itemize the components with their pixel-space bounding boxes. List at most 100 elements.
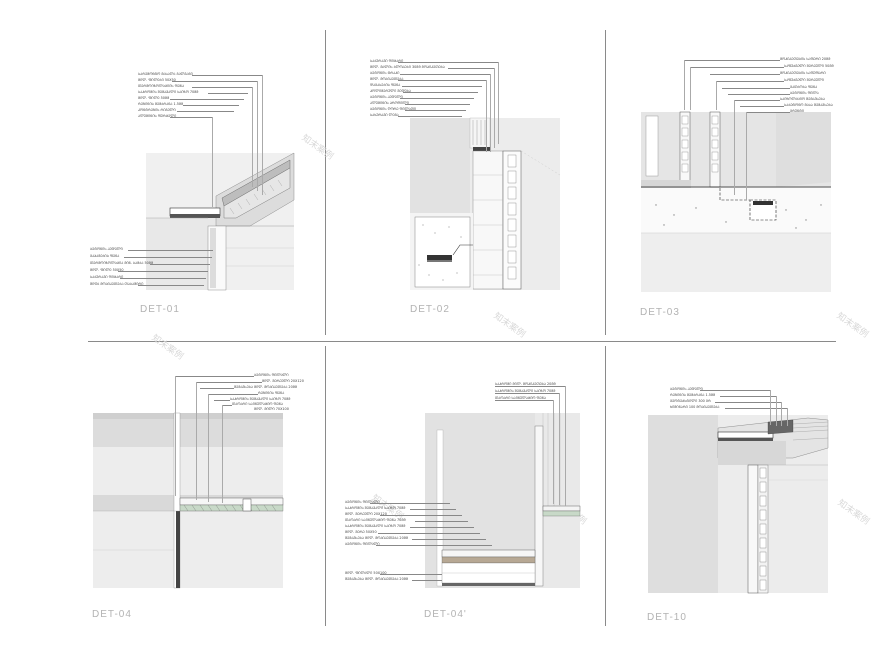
det-01-leader-drop bbox=[262, 75, 263, 195]
det-03-leader bbox=[710, 74, 780, 75]
det-04-prime-leader bbox=[412, 539, 486, 540]
det-02-leader bbox=[398, 62, 498, 63]
det-10-leader-drop bbox=[776, 396, 777, 426]
det-02-leader bbox=[402, 86, 482, 87]
det-04-note: ᲨᲔᲛᲐᲕᲡᲔᲑᲐ ᲛᲘᲚ. ᲛᲝᲞᲘᲙᲔᲗᲔᲑᲐ 20ᲛᲛ bbox=[234, 385, 298, 389]
det-02-note: ᲛᲘᲚ. ᲛᲝᲞᲘᲙᲔᲗᲔᲑᲐ bbox=[370, 77, 404, 81]
det-01-caption: DET-01 bbox=[140, 304, 180, 315]
det-10-note: ᲒᲔᲝᲢᲔᲥᲡᲢᲘᲚᲘ 300 ᲒᲠ bbox=[670, 399, 711, 403]
det-04-leader bbox=[196, 382, 262, 383]
det-03-leader bbox=[684, 60, 780, 61]
det-04-caption: DET-04 bbox=[92, 609, 132, 620]
det-04-note: ᲗᲐᲝᲐᲠᲘ ᲡᲐᲘᲜᲣᲚᲐᲪᲘᲝ ᲤᲔᲜᲐ bbox=[232, 402, 283, 406]
det-01-leader bbox=[208, 93, 248, 94]
det-10-leader bbox=[720, 396, 776, 397]
det-04-prime-leader-drop bbox=[553, 400, 554, 504]
det-03-leader bbox=[716, 81, 784, 82]
det-01-leader-drop bbox=[212, 117, 213, 207]
divider-vertical-right-top bbox=[605, 30, 606, 335]
watermark: 知末案例 bbox=[491, 311, 527, 341]
det-03-leader bbox=[690, 67, 784, 68]
det-02-note: ᲞᲝᲚᲘᲛᲔᲠᲣᲚᲘ ᲨᲔᲓᲔᲑᲐ bbox=[370, 89, 411, 93]
det-03-leader bbox=[740, 106, 784, 107]
det-04-leader-drop bbox=[175, 376, 176, 496]
det-03-leader bbox=[734, 100, 780, 101]
det-01-leader bbox=[120, 278, 206, 279]
det-01-note: ᲡᲐᲠᲔᲛᲝᲜᲢᲝ ᲛᲐᲡᲐᲚᲐ ᲒᲐᲚᲕᲐᲜᲘ bbox=[138, 72, 193, 76]
det-02-note: ᲡᲐᲑᲣᲠᲐᲕᲘ ᲤᲘᲪᲐᲠᲘ bbox=[370, 59, 404, 63]
det-02-note: ᲑᲔᲢᲝᲜᲘᲡ ᲢᲠᲐᲞᲘ bbox=[370, 71, 400, 75]
det-04-prime-note: ᲡᲐᲞᲠᲝᲛᲘᲡ ᲨᲔᲛᲐᲕᲐᲚᲘ ᲡᲐᲘᲖᲝ 70ᲛᲛ bbox=[495, 389, 556, 393]
det-01-section-drawing bbox=[146, 152, 295, 291]
det-10-caption: DET-10 bbox=[647, 612, 687, 623]
det-01-note: ᲛᲘᲚ. ᲤᲘᲚᲔ 50Х50 bbox=[90, 268, 124, 272]
det-04-prime-leader bbox=[495, 386, 565, 387]
det-02-leader bbox=[400, 98, 474, 99]
det-03-leader-drop bbox=[684, 60, 685, 110]
watermark: 知末案例 bbox=[834, 311, 870, 341]
det-03-section-drawing bbox=[641, 111, 831, 292]
det-03-leader bbox=[722, 88, 790, 89]
det-01-leader bbox=[172, 81, 257, 82]
det-02-leader bbox=[398, 80, 486, 81]
det-04-leader bbox=[208, 394, 258, 395]
det-01-leader bbox=[118, 271, 208, 272]
det-04-prime-leader bbox=[412, 580, 442, 581]
det-10-leader bbox=[725, 408, 787, 409]
det-03-leader bbox=[728, 94, 790, 95]
det-01-leader bbox=[183, 105, 239, 106]
det-04-prime-leader bbox=[378, 533, 480, 534]
det-01-leader-drop bbox=[257, 81, 258, 191]
det-04-prime-leader bbox=[415, 521, 468, 522]
det-01-note: ᲑᲔᲢᲝᲜᲘᲡ ᲙᲔᲓᲔᲚᲘ bbox=[90, 247, 123, 251]
det-01-note: ᲠᲔᲖᲘᲜᲘᲡ ᲛᲔᲛᲑᲠᲐᲜᲐ 1.5ᲛᲛ bbox=[138, 102, 184, 106]
det-03-leader-drop bbox=[690, 67, 691, 110]
det-03-note: ᲡᲐᲑᲔᲢᲝᲜᲝ ᲛᲐᲡᲐ ᲨᲔᲛᲐᲕᲡᲔᲑᲐ bbox=[784, 103, 833, 107]
det-04-prime-leader bbox=[376, 545, 492, 546]
det-04-prime-note: ᲗᲐᲝᲐᲠᲘ ᲡᲐᲘᲜᲣᲚᲐᲪᲘᲝ ᲤᲔᲜᲐ 70ᲛᲛ bbox=[345, 518, 406, 522]
det-04-prime-note: ᲑᲔᲢᲝᲜᲘᲡ ᲤᲘᲚᲐᲚᲘ bbox=[345, 542, 380, 546]
det-02-leader bbox=[403, 92, 478, 93]
det-04-leader bbox=[222, 405, 232, 406]
det-02-caption: DET-02 bbox=[410, 304, 450, 315]
det-04-note: ᲛᲘᲚ. ᲛᲘᲚᲘ 70Х100 bbox=[254, 407, 289, 411]
det-04-note: ᲑᲔᲢᲝᲜᲘᲡ ᲤᲘᲚᲐᲚᲘ bbox=[254, 373, 289, 377]
det-04-prime-note: ᲡᲐᲞᲠᲝᲛᲘ ᲛᲘᲚ. ᲛᲝᲞᲘᲙᲔᲗᲔᲑᲐ 20ᲛᲛ bbox=[495, 382, 556, 386]
det-02-leader bbox=[405, 104, 470, 105]
det-01-leader-drop bbox=[252, 87, 253, 187]
det-04-leader-drop bbox=[208, 394, 209, 502]
det-03-note: ᲛᲝᲞᲘᲙᲔᲗᲔᲑᲘᲡ ᲡᲐᲤᲔᲠᲘ 20ᲛᲛ bbox=[780, 57, 831, 61]
det-03-leader bbox=[746, 112, 790, 113]
det-01-leader bbox=[124, 257, 212, 258]
det-03-note: ᲡᲐᲤᲣᲫᲕᲔᲚᲘ ᲨᲔᲠᲔᲣᲚᲘ bbox=[784, 78, 824, 82]
det-03-leader-drop bbox=[746, 112, 747, 200]
det-04-leader bbox=[200, 388, 234, 389]
det-10-note: ᲠᲔᲖᲘᲜᲘᲡ ᲛᲔᲛᲑᲠᲐᲜᲐ 1.5ᲛᲛ bbox=[670, 393, 716, 397]
det-04-leader-drop bbox=[196, 382, 197, 500]
det-01-note: ᲐᲚᲣᲛᲘᲜᲘᲡ ᲤᲣᲠᲪᲔᲚᲘ bbox=[138, 114, 177, 118]
det-02-note: ᲡᲐᲮᲣᲠᲐᲕᲘ ᲚᲔᲒᲐ bbox=[370, 113, 399, 117]
det-01-leader bbox=[192, 87, 252, 88]
det-02-leader bbox=[400, 74, 490, 75]
det-03-note: ᲒᲠᲣᲜᲢᲘ bbox=[790, 109, 805, 113]
det-02-note: ᲑᲔᲢᲝᲜᲘᲡ ᲙᲔᲓᲔᲚᲘ bbox=[370, 95, 403, 99]
det-04-prime-note: ᲨᲔᲛᲐᲕᲡᲔᲑᲐ ᲛᲘᲚ. ᲛᲝᲞᲘᲙᲔᲗᲔᲑᲐ 20ᲛᲛ bbox=[345, 577, 409, 581]
det-10-note: ᲑᲔᲢᲝᲜᲘᲡ ᲙᲔᲓᲔᲚᲘ bbox=[670, 387, 703, 391]
det-10-leader bbox=[700, 390, 770, 391]
det-04-prime-leader bbox=[410, 509, 456, 510]
det-01-leader bbox=[170, 117, 212, 118]
det-04-prime-note: ᲛᲘᲚ. ᲤᲘᲚᲐᲚᲘ 50Х100 bbox=[345, 571, 387, 575]
det-04-leader bbox=[175, 376, 254, 377]
det-04-prime-leader-drop bbox=[559, 393, 560, 505]
det-04-leader bbox=[214, 400, 230, 401]
det-04-prime-note: ᲡᲐᲞᲠᲝᲛᲘᲡ ᲨᲔᲛᲐᲕᲐᲚᲘ ᲡᲐᲘᲖᲝ 70ᲛᲛ bbox=[345, 524, 406, 528]
det-04-prime-note: ᲑᲔᲢᲝᲜᲘᲡ ᲤᲘᲚᲐᲚᲘ bbox=[345, 500, 380, 504]
det-04-prime-leader bbox=[495, 393, 559, 394]
det-01-leader bbox=[192, 75, 262, 76]
det-01-note: ᲗᲔᲠᲛᲝᲘᲖᲝᲚᲐᲪᲘᲐ ᲛᲘᲜ. ᲑᲐᲛᲑᲐ 50ᲛᲛ bbox=[90, 261, 154, 265]
det-01-note: ᲨᲘᲓᲐ ᲛᲝᲞᲘᲙᲔᲗᲔᲑᲐ ᲗᲐᲑᲐᲨᲘᲠᲘ bbox=[90, 282, 144, 286]
det-01-leader bbox=[138, 285, 204, 286]
det-01-note: ᲛᲘᲚ. ᲤᲘᲚᲔᲑᲘ 50Х50 bbox=[138, 78, 176, 82]
det-02-leader bbox=[405, 110, 466, 111]
det-03-note: ᲡᲐᲘᲖᲝᲚᲐᲪᲘᲝ ᲨᲔᲛᲐᲕᲡᲔᲑᲐ bbox=[780, 97, 825, 101]
